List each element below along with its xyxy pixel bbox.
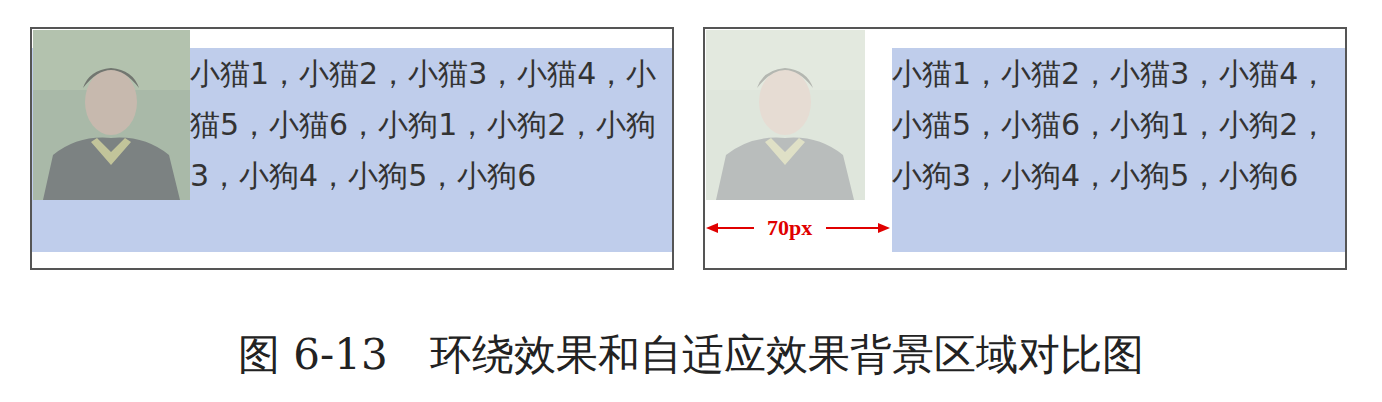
panel-box: 小猫1，小猫2，小猫3，小猫4，小猫5，小猫6，小狗1，小狗2，小狗3，小狗4，… (30, 27, 674, 270)
dimension-label: 70px (763, 215, 816, 241)
paragraph-text: 小猫1，小猫2，小猫3，小猫4，小猫5，小猫6，小狗1，小狗2，小狗3，小狗4，… (190, 56, 656, 193)
background-region (32, 48, 672, 252)
paragraph-text: 小猫1，小猫2，小猫3，小猫4，小猫5，小猫6，小狗1，小狗2，小狗3，小狗4，… (892, 56, 1328, 193)
paragraph: 小猫1，小猫2，小猫3，小猫4，小猫5，小猫6，小狗1，小狗2，小狗3，小狗4，… (32, 48, 672, 201)
figure-caption: 图 6-13 环绕效果和自适应效果背景区域对比图 (238, 327, 1144, 383)
float-spacer (32, 48, 190, 198)
photo (33, 30, 190, 200)
paragraph: 小猫1，小猫2，小猫3，小猫4，小猫5，小猫6，小狗1，小狗2，小狗3，小狗4，… (892, 48, 1347, 201)
photo (706, 30, 865, 200)
background-region (892, 48, 1345, 252)
